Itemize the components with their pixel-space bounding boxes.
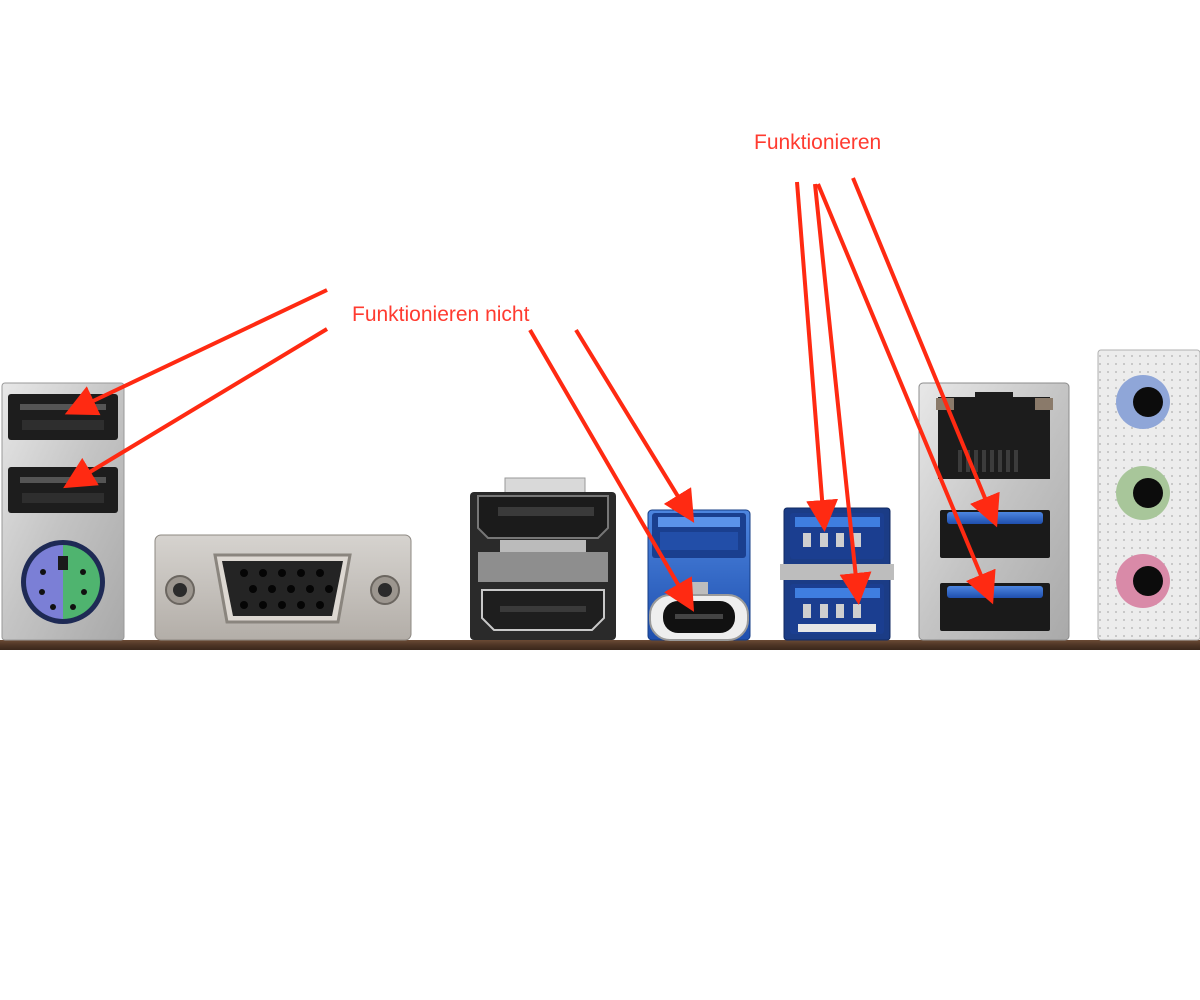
- arrow-to-usb2-top: [64, 288, 328, 416]
- arrow-to-usb3-single: [574, 328, 695, 523]
- audio-jack-green: [1116, 466, 1170, 520]
- usb2-port-bottom: [8, 467, 118, 513]
- label-not-working: Funktionieren nicht: [352, 303, 530, 326]
- rj45-port: [936, 392, 1053, 479]
- ps2-port: [21, 540, 105, 624]
- arrow-to-usb2-bottom: [63, 327, 329, 489]
- usb3-stack-top-port: [790, 513, 884, 559]
- usb3-stack-module: [780, 507, 894, 641]
- audio-module: [1097, 349, 1200, 641]
- arrows-not-working: [63, 288, 695, 612]
- lan-usb-module: [918, 382, 1070, 641]
- usb2-ps2-module: [1, 382, 125, 641]
- arrow-to-usb3-lan-bottom: [816, 183, 996, 605]
- vga-port: [154, 534, 412, 641]
- audio-jack-pink: [1116, 554, 1170, 608]
- usb-typec-port: [649, 594, 749, 641]
- dp-hdmi-module: [470, 477, 616, 640]
- arrow-to-usb3-stack-top: [795, 181, 839, 532]
- pcb-edge: [0, 640, 1200, 650]
- usb3-port-single: [652, 513, 746, 558]
- usb3-lan-bottom-port: [940, 583, 1050, 631]
- displayport-port: [477, 495, 609, 539]
- usb3-stack-bottom-port: [790, 584, 884, 634]
- audio-jack-blue: [1116, 375, 1170, 429]
- usb3-typec-module: [647, 509, 751, 641]
- arrows-working: [795, 177, 1000, 605]
- usb2-port-top: [8, 394, 118, 440]
- arrow-to-usb3-stack-bottom: [813, 183, 872, 605]
- label-working: Funktionieren: [754, 131, 882, 154]
- hdmi-port: [481, 589, 605, 631]
- arrow-to-usb-typec: [528, 328, 695, 612]
- arrow-to-usb3-lan-top: [851, 177, 1000, 528]
